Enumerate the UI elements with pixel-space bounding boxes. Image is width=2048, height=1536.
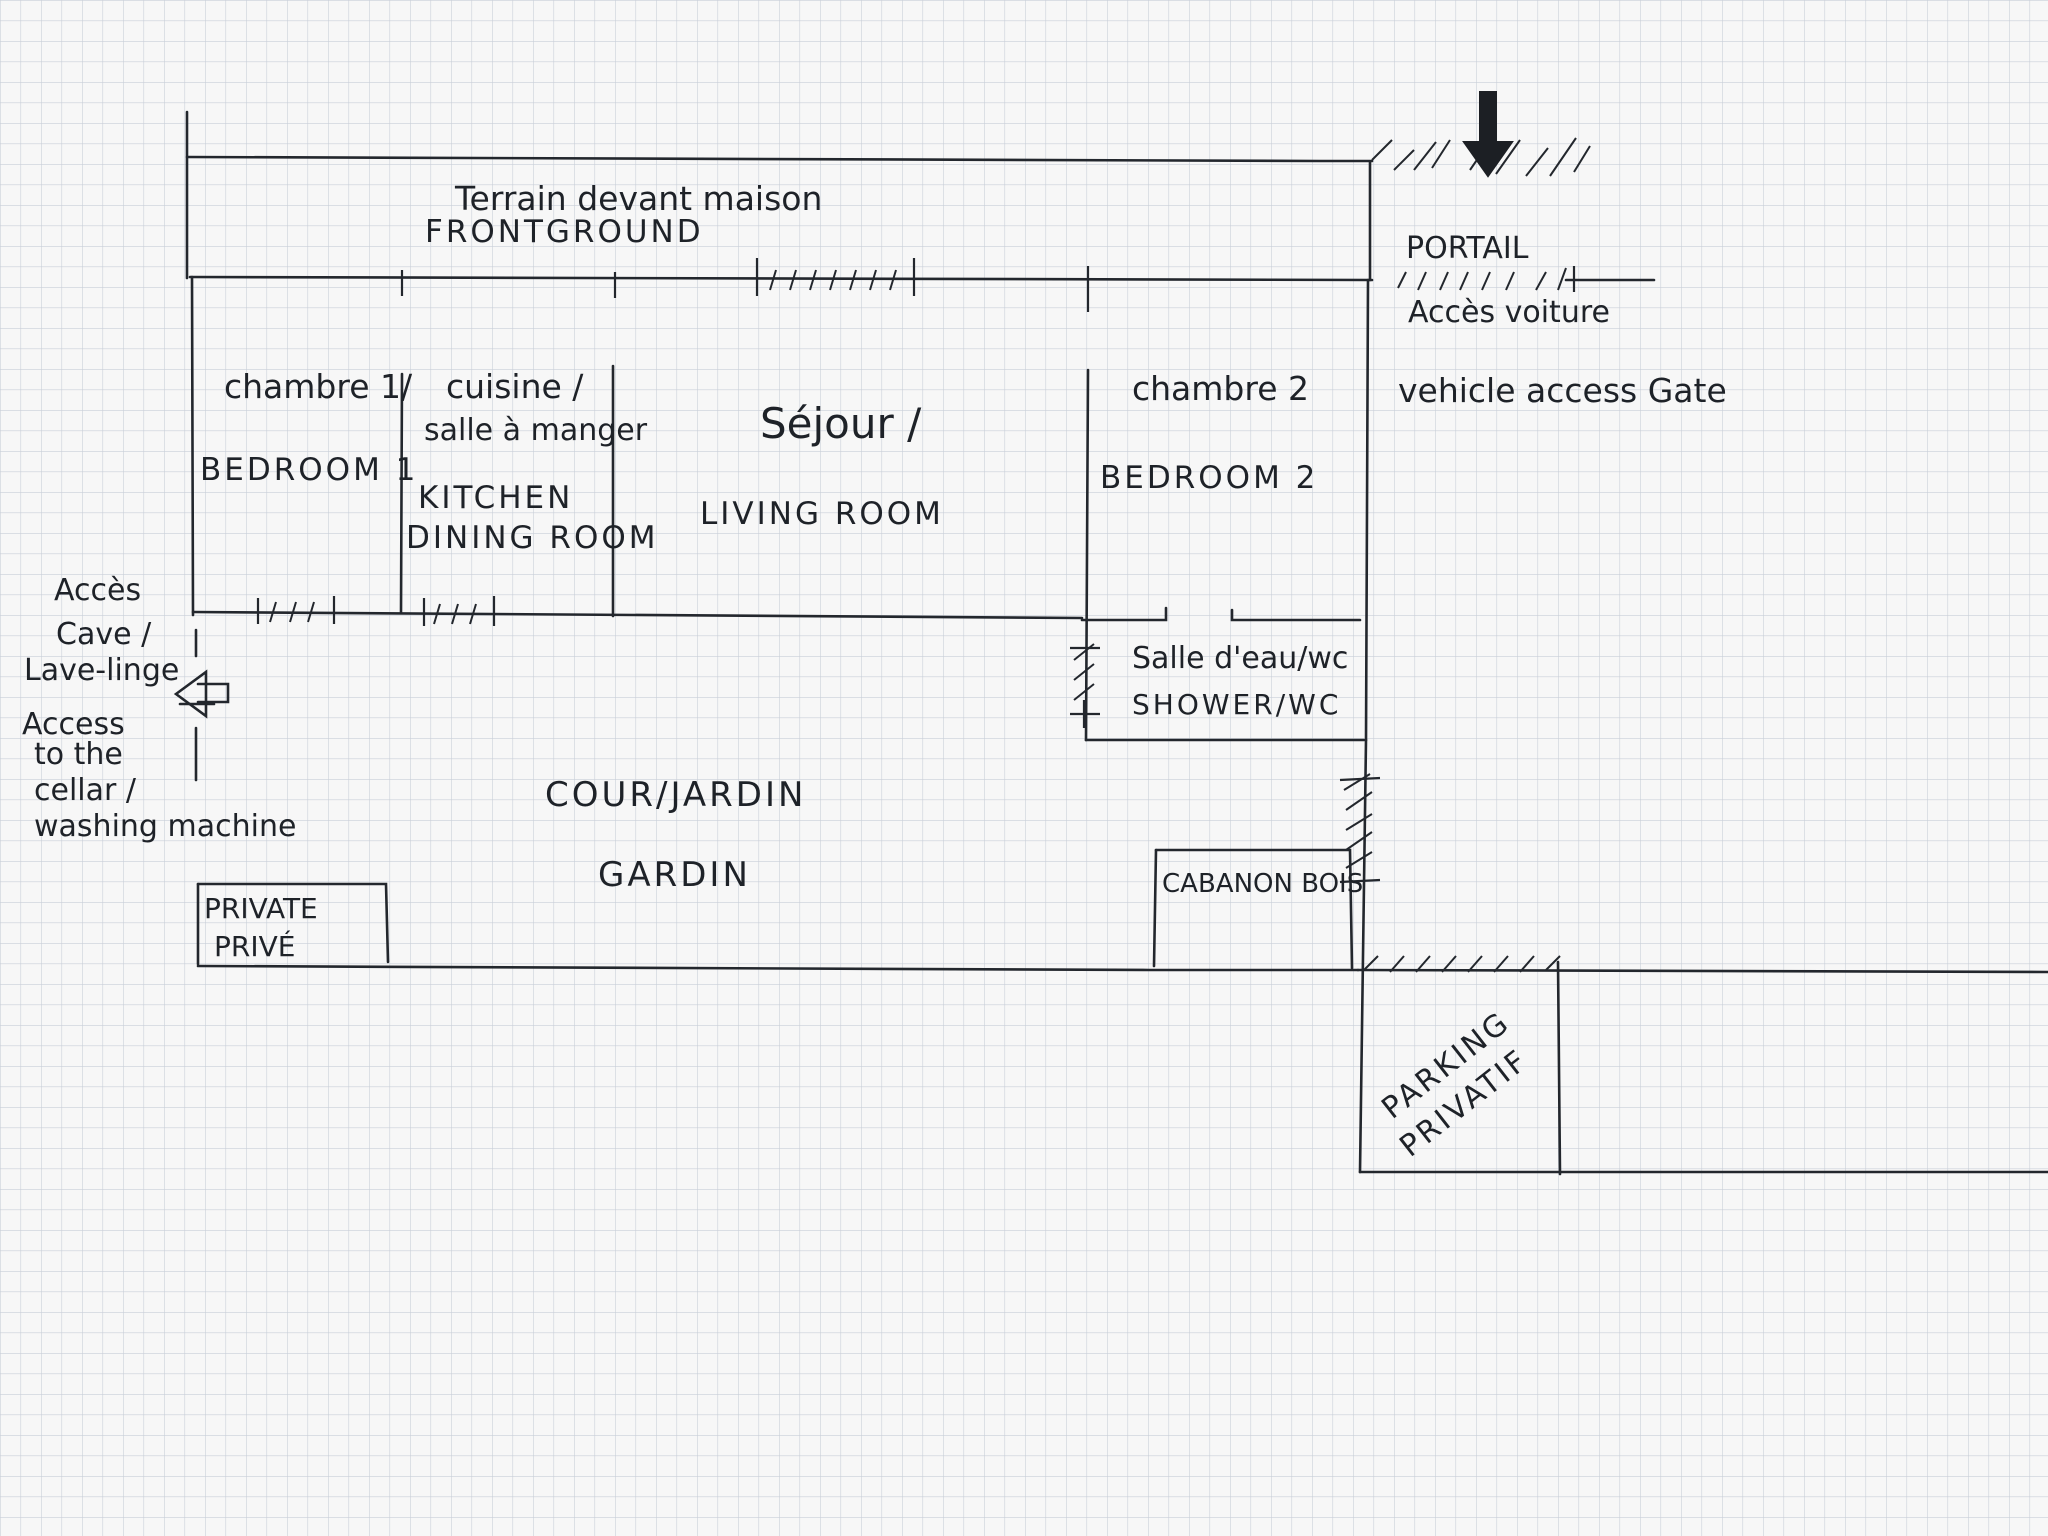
rear-window-hatches xyxy=(256,596,496,626)
cellar-label-en-4: washing machine xyxy=(34,809,296,844)
private-label-en: PRIVATE xyxy=(204,892,318,925)
house-outline xyxy=(188,258,1374,742)
shower-wc-outline xyxy=(1070,606,1366,742)
bedroom1-label-en: BEDROOM 1 xyxy=(200,452,418,488)
gate-label-acces-voiture: Accès voiture xyxy=(1408,295,1610,330)
gate-label-portail: PORTAIL xyxy=(1406,231,1529,266)
cellar-label-fr-2: Cave / xyxy=(56,617,152,652)
yard-boundary xyxy=(196,738,1381,1174)
shower-label-en: SHOWER/WC xyxy=(1132,688,1341,721)
cellar-label-fr-3: Lave-linge xyxy=(24,653,179,688)
shed-label: CABANON BOIS xyxy=(1162,869,1363,899)
kitchen-label-fr-1: cuisine / xyxy=(446,367,584,406)
parking-area xyxy=(1356,955,2048,1176)
kitchen-label-en-2: DINING ROOM xyxy=(406,520,659,556)
front-ground-outline xyxy=(185,110,1374,282)
cellar-access-arrow-icon xyxy=(173,628,230,782)
shed-box xyxy=(1152,848,1354,970)
living-label-en: LIVING ROOM xyxy=(700,496,944,532)
kitchen-label-fr-2: salle à manger xyxy=(424,413,648,448)
shower-label-fr: Salle d'eau/wc xyxy=(1132,641,1348,676)
cellar-label-en-3: cellar / xyxy=(34,773,137,808)
living-label-fr: Séjour / xyxy=(760,399,922,448)
gate-arrow-icon xyxy=(1462,91,1514,178)
private-label-fr: PRIVÉ xyxy=(214,929,295,963)
bedroom1-label-fr: chambre 1/ xyxy=(224,367,413,406)
kitchen-label-en-1: KITCHEN xyxy=(418,480,573,516)
yard-label-en: GARDIN xyxy=(598,855,751,895)
front-ground-label-en: FRONTGROUND xyxy=(425,214,704,250)
gate-label-vehicle-access: vehicle access Gate xyxy=(1398,371,1727,410)
cellar-label-en-1: Access xyxy=(22,707,125,742)
bedroom2-label-fr: chambre 2 xyxy=(1132,369,1309,408)
bedroom2-label-en: BEDROOM 2 xyxy=(1100,460,1318,496)
cellar-label-fr-1: Accès xyxy=(54,573,141,608)
front-ground-label-fr: Terrain devant maison xyxy=(454,179,822,218)
private-box xyxy=(196,882,390,966)
front-window-hatch xyxy=(769,269,897,291)
yard-label-fr: COUR/JARDIN xyxy=(545,775,806,815)
cellar-label-en-2: to the xyxy=(34,737,123,772)
